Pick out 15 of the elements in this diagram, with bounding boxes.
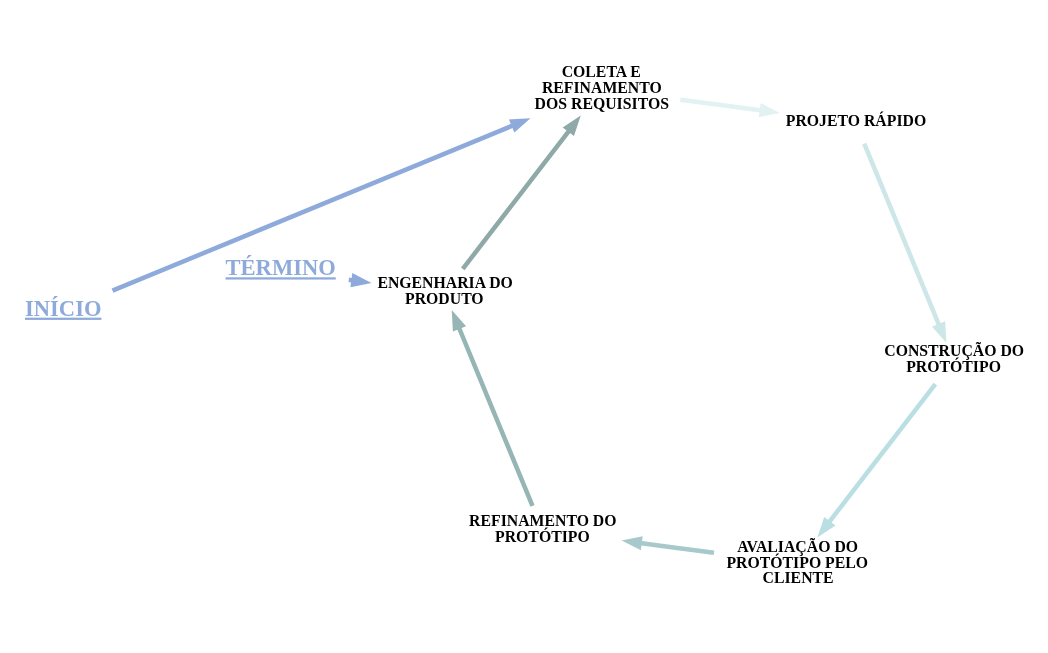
arrow bbox=[817, 382, 938, 538]
arrow bbox=[862, 142, 947, 343]
node-text: PROJETO RÁPIDO bbox=[785, 112, 927, 130]
node-text: CONSTRUÇÃO DO PROTÓTIPO bbox=[884, 342, 1025, 375]
node-text: ENGENHARIA DO PRODUTO bbox=[377, 274, 513, 308]
arrow bbox=[621, 536, 715, 556]
node-text: COLETA E REFINAMENTO DOS REQUISITOS bbox=[534, 62, 669, 112]
arrow bbox=[451, 310, 535, 507]
node-text: REFINAMENTO DO PROTÓTIPO bbox=[469, 511, 617, 545]
node-text: AVALIAÇÃO DO PROTÓTIPO PELO CLIENTE bbox=[726, 537, 869, 587]
arrow bbox=[111, 118, 531, 293]
arrow bbox=[461, 115, 581, 271]
node-text: TÉRMINO bbox=[225, 255, 336, 281]
node-text: INÍCIO bbox=[25, 295, 102, 321]
arrow bbox=[680, 97, 780, 118]
